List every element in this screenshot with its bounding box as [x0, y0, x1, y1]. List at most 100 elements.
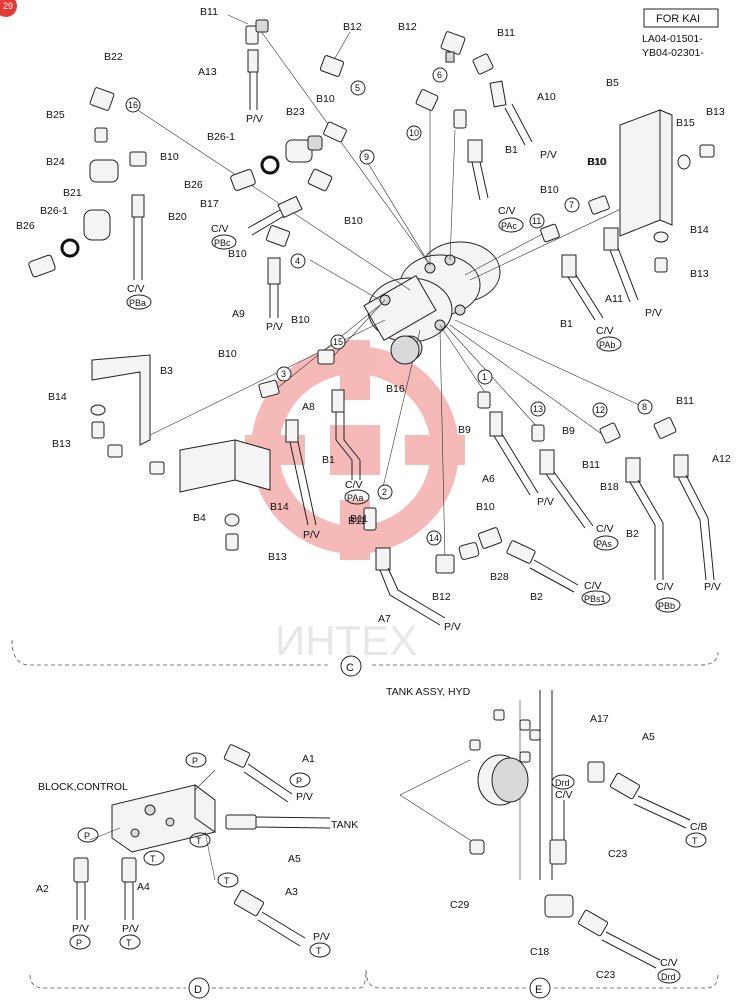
svg-text:29: 29 — [3, 1, 13, 11]
svg-text:T: T — [316, 946, 322, 956]
callout-8: 8 — [637, 399, 653, 415]
svg-text:D: D — [194, 984, 202, 996]
section-marker-e: E — [529, 977, 551, 999]
callout-4: 4 — [290, 253, 306, 269]
svg-text:9: 9 — [364, 152, 369, 162]
callout-15: 15 — [330, 334, 346, 350]
fitting-b12-top — [319, 31, 351, 77]
section-marker-c: C — [340, 655, 362, 677]
svg-text:P/V: P/V — [704, 581, 721, 593]
label-c23: C23 — [608, 848, 627, 860]
port-pbb: PBb — [658, 601, 675, 611]
label-b10: B10 — [316, 93, 335, 105]
hose-a9 — [267, 257, 281, 318]
label-a8: A8 — [302, 401, 315, 413]
label-b5: B5 — [606, 77, 619, 89]
label-b4: B4 — [193, 512, 206, 524]
hose-a10 — [489, 80, 533, 146]
svg-text:T: T — [150, 854, 156, 864]
svg-text:Drd: Drd — [555, 778, 570, 788]
fitting-b23 — [285, 135, 323, 163]
label-b21: B21 — [63, 187, 82, 199]
serial-range-2: YB04-02301- — [642, 47, 704, 59]
label-b23: B23 — [286, 106, 305, 118]
fitting-b12-middle — [415, 89, 439, 111]
svg-text:C/V: C/V — [584, 580, 602, 592]
svg-text:P/V: P/V — [246, 113, 263, 125]
callout-11: 11 — [529, 213, 545, 229]
label-b10: B10 — [228, 248, 247, 260]
svg-text:2: 2 — [382, 487, 387, 497]
callout-2: 2 — [377, 484, 393, 500]
fitting-b11-lower-right — [599, 422, 621, 444]
section-c-labels: B11 B12 B12 B11 A13 B22 B25 B24 B10 B21 … — [16, 6, 731, 625]
svg-text:10: 10 — [409, 128, 419, 138]
washer-b14-left — [90, 404, 106, 416]
label-b17: B17 — [200, 198, 219, 210]
label-a12: A12 — [712, 453, 731, 465]
hose-c23-bottom — [577, 909, 661, 969]
label-b10: B10 — [291, 314, 310, 326]
svg-text:7: 7 — [569, 200, 574, 210]
label-b11: B11 — [676, 395, 694, 407]
label-a5: A5 — [642, 731, 655, 743]
svg-text:C/B: C/B — [690, 821, 708, 833]
bolt-b13-left — [91, 421, 105, 439]
label-b22: B22 — [104, 51, 123, 63]
svg-text:P/V: P/V — [537, 496, 554, 508]
svg-text:Drd: Drd — [661, 972, 676, 982]
hose-a5-d — [225, 814, 331, 830]
svg-text:4: 4 — [295, 256, 300, 266]
hose-a1 — [223, 744, 293, 803]
bolt-b13-lower — [225, 533, 239, 551]
label-b15: B15 — [676, 117, 695, 129]
section-e-port-ovals: Drd T Drd — [551, 774, 707, 984]
fitting-a17 — [587, 761, 605, 783]
svg-text:1: 1 — [482, 372, 487, 382]
oring-b26-1-left — [60, 238, 80, 258]
label-a6: A6 — [482, 473, 495, 485]
svg-text:12: 12 — [595, 405, 605, 415]
label-b26-1: B26-1 — [207, 131, 235, 143]
variant-box-label: FOR KAI — [656, 13, 700, 25]
fitting-b25 — [94, 127, 108, 143]
callout-14: 14 — [426, 530, 442, 546]
svg-text:16: 16 — [128, 100, 138, 110]
port-pbc: PBc — [214, 238, 231, 248]
label-a1: A1 — [302, 753, 315, 765]
svg-text:T: T — [196, 836, 202, 846]
svg-text:C/V: C/V — [656, 581, 674, 593]
fitting-b10-left-group — [129, 151, 147, 167]
fitting-b28 — [458, 542, 480, 560]
label-b16: B16 — [386, 383, 405, 395]
label-b9: B9 — [458, 424, 471, 436]
svg-text:C/V: C/V — [211, 223, 229, 235]
svg-text:C/V: C/V — [596, 523, 614, 535]
label-b14: B14 — [270, 501, 289, 513]
label-b10: B10 — [160, 151, 179, 163]
svg-text:P/V: P/V — [444, 621, 461, 633]
callout-1: 1 — [477, 369, 493, 385]
hose-a5-e — [609, 772, 691, 829]
label-b14: B14 — [48, 391, 67, 403]
port-paa: PAa — [347, 493, 363, 503]
hose-a8 — [285, 419, 317, 526]
label-b10: B10 — [587, 156, 606, 168]
hose-a11 — [603, 227, 639, 303]
variant-header: FOR KAI LA04-01501- YB04-02301- — [642, 8, 719, 59]
svg-text:T: T — [126, 938, 132, 948]
label-b9: B9 — [562, 425, 575, 437]
label-a13: A13 — [198, 66, 217, 78]
fitting-b11-top-left — [227, 14, 269, 45]
hose-b2-lower — [506, 540, 579, 593]
label-b3: B3 — [160, 365, 173, 377]
label-b2: B2 — [626, 528, 639, 540]
bracket-b4 — [179, 439, 271, 493]
svg-text:15: 15 — [333, 337, 343, 347]
fitting-b10-right — [540, 223, 560, 243]
section-marker-d: D — [188, 977, 210, 999]
svg-text:11: 11 — [532, 216, 541, 226]
label-b2: B2 — [530, 591, 543, 603]
section-frames — [11, 639, 719, 989]
